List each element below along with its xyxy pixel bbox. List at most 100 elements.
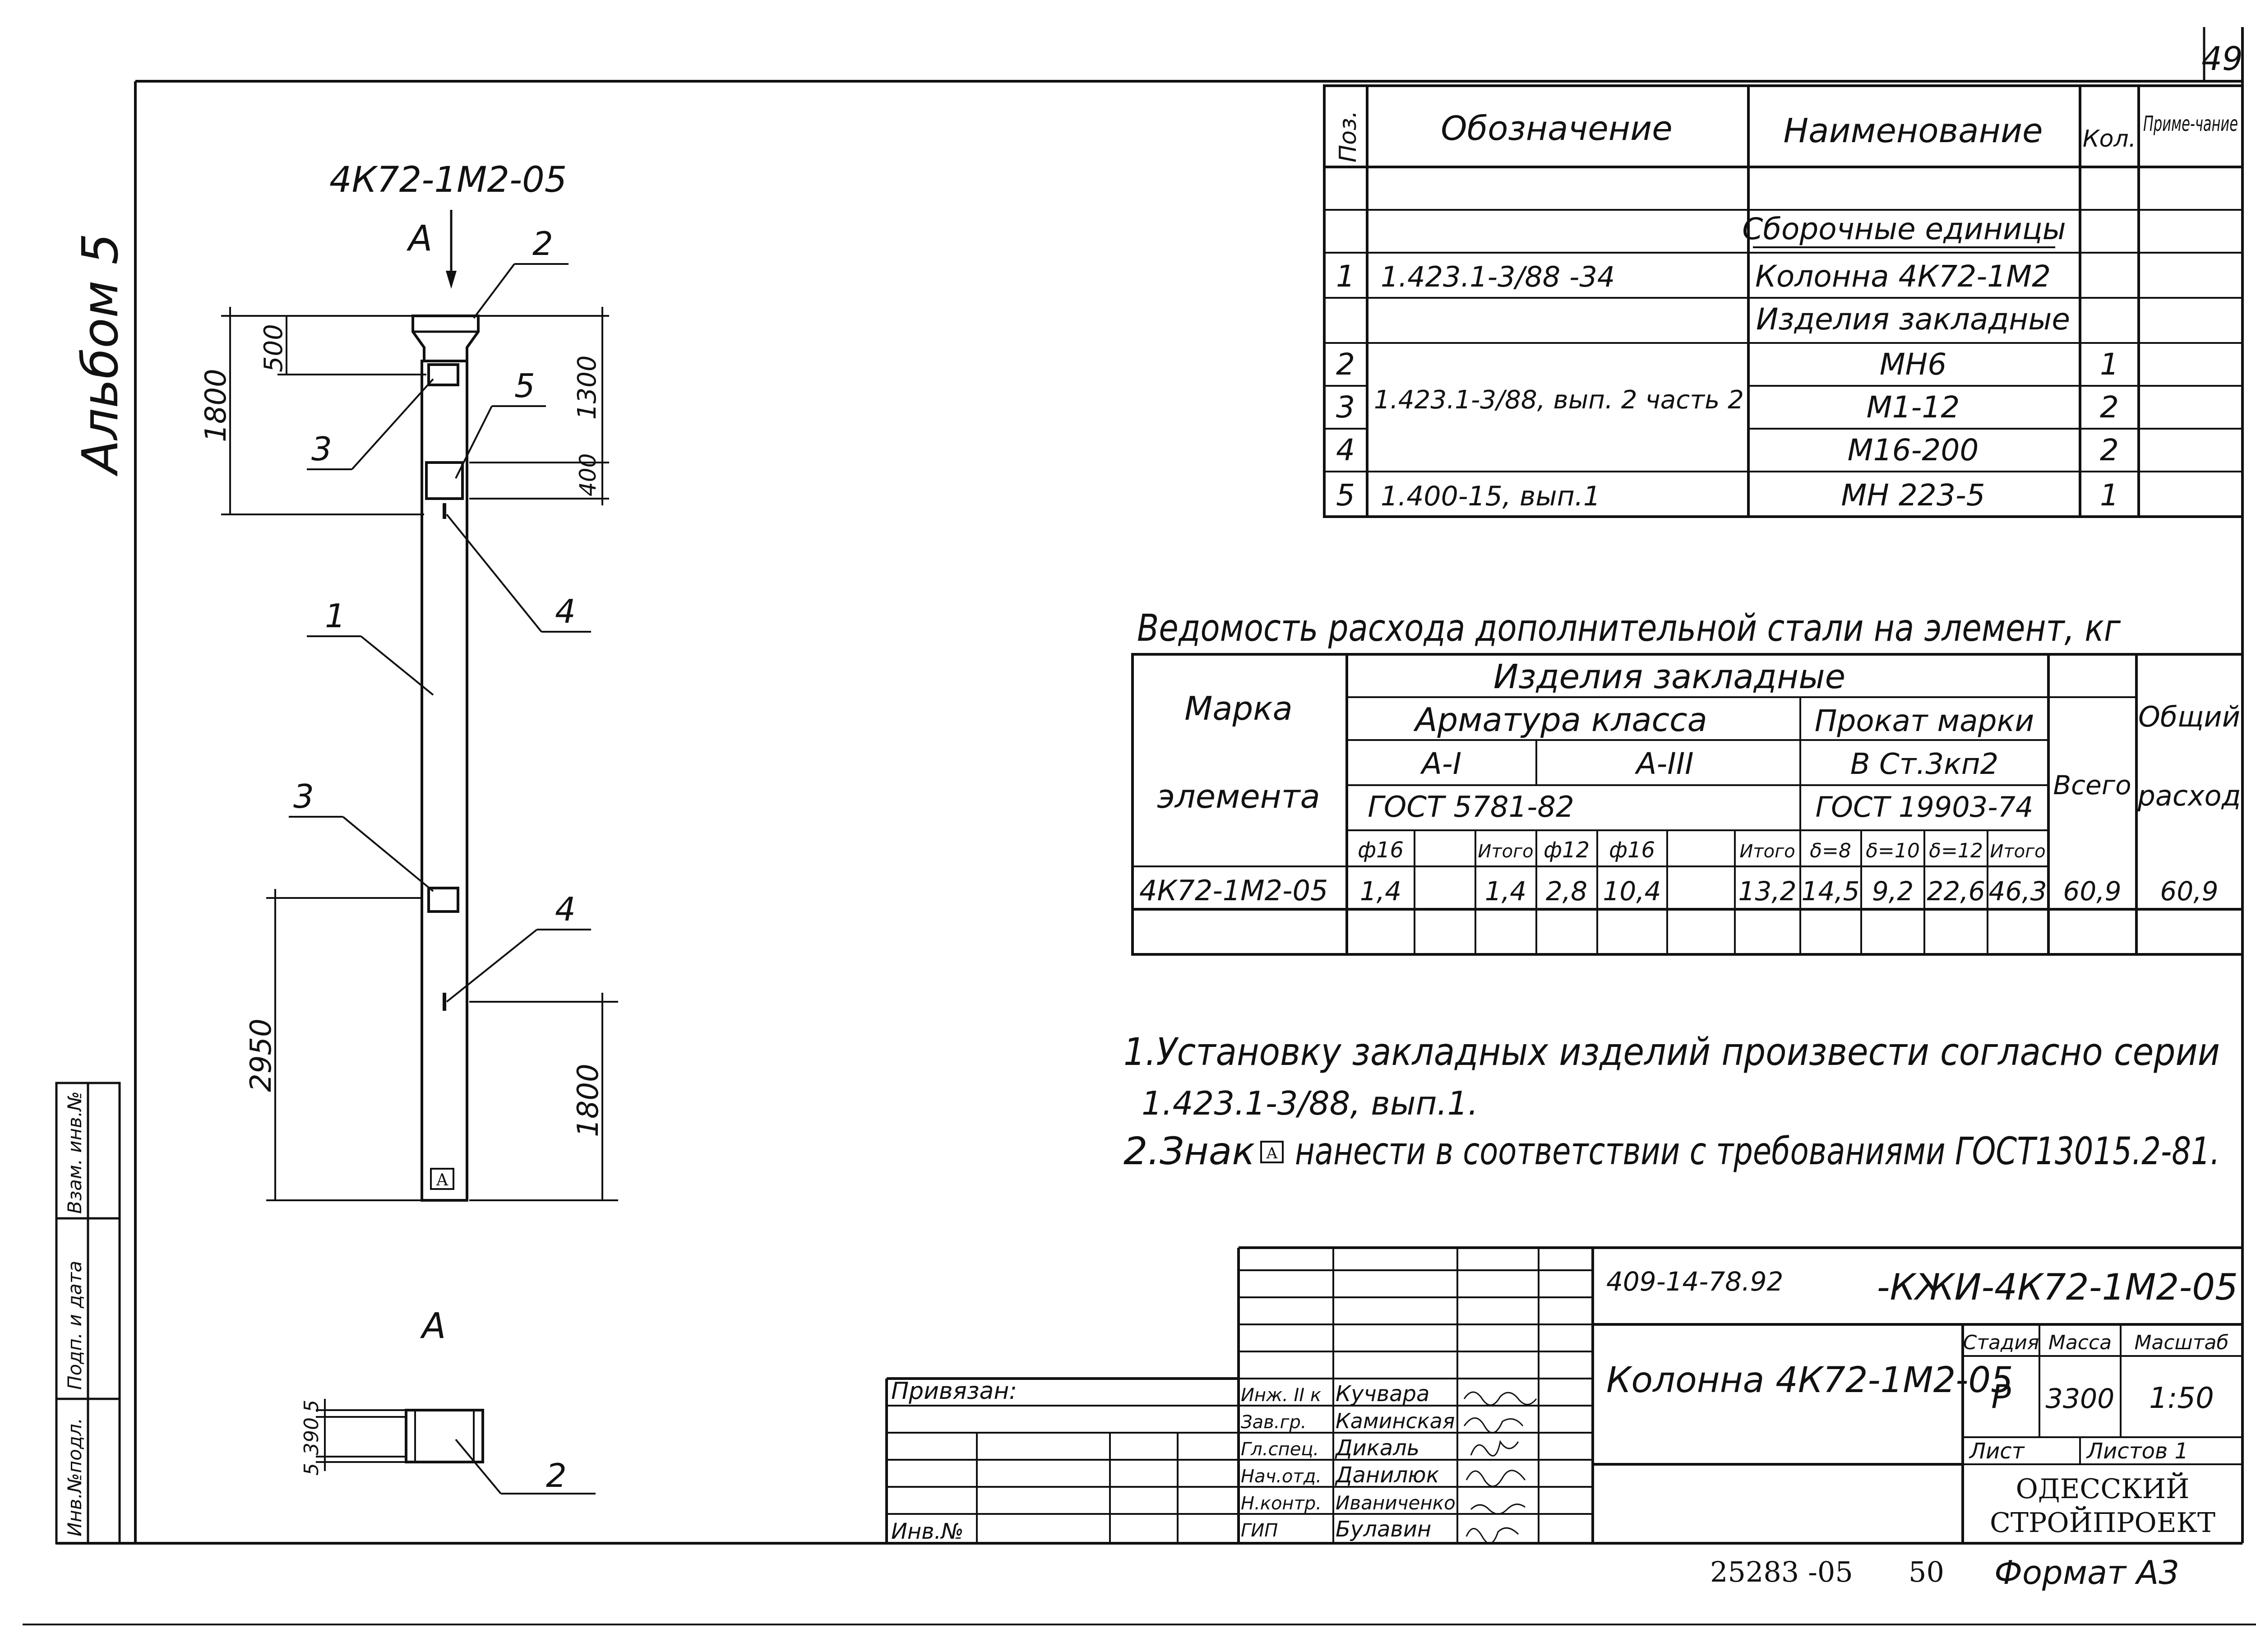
callout-2-top: 2 [532,225,553,263]
album-label: Альбом 5 [71,233,129,477]
staff-1-role: Инж. II к [1241,1385,1321,1406]
steel-rolled: Прокат марки [1815,703,2034,738]
scale-label: Масштаб [2134,1331,2228,1354]
mass-label: Масса [2048,1331,2112,1354]
scale-value: 1:50 [2149,1382,2214,1415]
org-name-2: СТРОЙПРОЕКТ [1990,1506,2215,1539]
side-stamp-sign-date: Подп. и дата [64,1261,86,1390]
note-line-2: 1.423.1-3/88, вып.1. [1142,1084,1478,1122]
steel-row-value-9: 9,2 [1872,876,1914,907]
element-name: Колонна 4К72-1М2-05 [1606,1360,2013,1401]
spec-row-1-designation: 1.423.1-3/88 -34 [1381,260,1615,293]
steel-row-mark: 4К72-1М2-05 [1139,874,1328,907]
spec-row-2-qty: 1 [2100,347,2119,382]
callout-4-top: 4 [555,592,576,630]
steel-row-value-1: 1,4 [1360,876,1401,907]
staff-1-name: Кучвара [1336,1381,1429,1407]
spec-row-4-pos: 4 [1336,433,1355,467]
sheet-label: Лист [1969,1439,2025,1464]
steel-row-value-3: 1,4 [1485,876,1526,907]
spec-row-5-qty: 1 [2100,478,2119,513]
staff-2-role: Зав.гр. [1241,1412,1307,1433]
staff-5-role: Н.контр. [1241,1493,1322,1514]
callout-3-top: 3 [311,430,332,468]
staff-4-role: Нач.отд. [1241,1466,1322,1487]
steel-mark-label-1: Марка [1184,689,1293,727]
bottom-code: 25283 -05 [1710,1555,1853,1588]
steel-grade: В Ст.3кп2 [1850,748,1999,781]
drawing-code: -КЖИ-4К72-1М2-05 [1877,1266,2238,1308]
spec-row-3-qty: 2 [2100,390,2119,425]
column-head [411,315,480,362]
marking-sign-box [430,1168,454,1190]
spec-row-3-designation: 1.423.1-3/88, вып. 2 часть 2 [1374,385,1744,415]
dim-5b: 5 [300,1463,323,1476]
callout-1: 1 [325,597,346,635]
steel-total-label: Всего [2053,770,2131,801]
doc-code: 409-14-78.92 [1606,1266,1783,1297]
steel-class-a3: А-III [1634,746,1693,781]
steel-row-total: 60,9 [2063,876,2121,907]
dim-500: 500 [259,324,288,372]
steel-sub-8: δ=8 [1810,839,1851,862]
side-stamp-inv-orig: Инв.№подл. [64,1418,86,1536]
spec-section-embedded: Изделия закладные [1756,302,2070,337]
sheets-label: Листов 1 [2086,1439,2188,1464]
marking-sign-glyph: А [436,1171,448,1189]
staff-6-role: ГИП [1241,1520,1278,1541]
spec-row-1-pos: 1 [1336,259,1355,294]
view-label: А [406,218,432,259]
steel-table: Ведомость расхода дополнительной стали н… [1131,607,2244,956]
steel-sub-4: ф12 [1544,838,1590,863]
spec-row-1-name: Колонна 4К72-1М2 [1755,259,2051,294]
callout-4-bottom: 4 [555,890,576,928]
steel-row-value-11: 46,3 [1988,876,2047,907]
steel-row-value-7: 13,2 [1738,876,1796,907]
spec-row-5-name: МН 223-5 [1841,478,1985,513]
steel-sub-10: δ=12 [1929,839,1983,862]
signatures [1463,1391,1537,1544]
column-mark-label: 4К72-1М2-05 [329,160,567,200]
dim-1300: 1300 [573,355,602,420]
column-elevation: 4К72-1М2-05 А А 1800 500 2950 [199,160,618,1202]
format-label: Формат А3 [1994,1554,2179,1592]
spec-row-2-name: МН6 [1880,347,1947,382]
note-line-3a: 2.Знак [1123,1129,1255,1173]
spec-header-note: Приме-чание [2143,111,2238,136]
spec-row-5-designation: 1.400-15, вып.1 [1381,481,1600,512]
staff-3-name: Дикаль [1335,1435,1419,1461]
staff-6-name: Булавин [1336,1517,1431,1542]
dim-2950: 2950 [245,1018,278,1092]
section-a: А 5 390 5 2 [300,1306,596,1495]
dim-5a: 5 [300,1400,323,1412]
marking-sign-icon-glyph: А [1266,1144,1278,1162]
embedded-part-3-bottom [427,887,459,913]
stage-value: Р [1991,1378,2011,1416]
marking-sign-icon [1260,1141,1284,1163]
title-inv-no: Инв.№ [891,1519,964,1544]
spec-header-designation: Обозначение [1441,109,1672,148]
steel-row-overall: 60,9 [2160,876,2218,907]
staff-3-role: Гл.спец. [1241,1439,1319,1460]
spec-section-assembly: Сборочные единицы [1742,212,2066,246]
dim-1800-top: 1800 [199,369,233,442]
steel-mark-label-2: элемента [1157,777,1320,815]
dim-390: 390 [300,1417,323,1455]
spec-header-name: Наименование [1783,111,2043,150]
steel-sub-9: δ=10 [1866,839,1920,862]
callout-5: 5 [514,367,535,405]
view-arrow [446,271,457,289]
spec-table: Поз. Обозначение Наименование Кол. Приме… [1323,84,2244,518]
steel-sub-7: Итого [1739,841,1795,862]
side-stamp-replace-inv: Взам. инв.№ [64,1091,86,1214]
steel-overall-label-1: Общий [2138,700,2240,733]
staff-4-name: Данилюк [1335,1462,1439,1488]
note-line-3b: нанести в соответствии с требованиями ГО… [1295,1129,2220,1173]
steel-row-value-4: 2,8 [1546,876,1587,907]
steel-sub-3: Итого [1478,841,1533,862]
stage-label: Стадия [1963,1331,2039,1354]
dim-400: 400 [575,453,601,496]
staff-2-name: Каминская [1336,1409,1455,1433]
spec-row-4-name: М16-200 [1848,433,1979,467]
